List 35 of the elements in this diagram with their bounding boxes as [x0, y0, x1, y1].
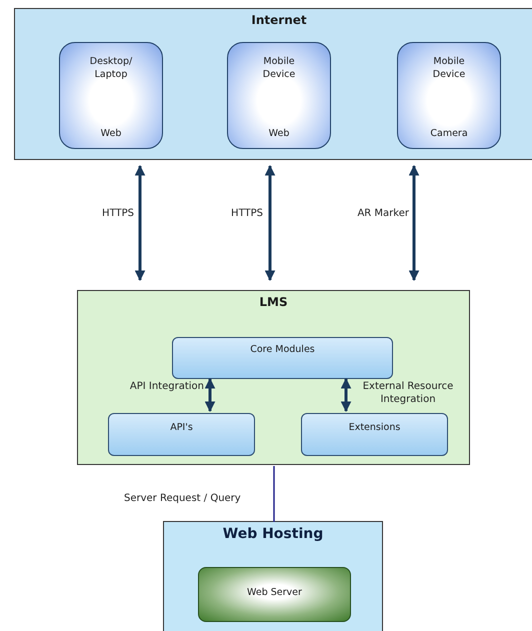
node-label: Extensions: [348, 422, 402, 433]
edge-label: API Integration: [128, 380, 204, 393]
connector-line: [273, 466, 275, 522]
node-label: Web: [268, 127, 290, 140]
node-label: Web Server: [246, 587, 303, 598]
module-box: [108, 413, 255, 456]
edge-label: External Resource Integration: [362, 380, 454, 406]
module-box: [172, 337, 393, 379]
server-box: [198, 567, 351, 622]
node-label: Desktop/ Laptop: [88, 55, 134, 81]
arrow: [408, 164, 420, 282]
edge-label: HTTPS: [230, 207, 263, 220]
arrow: [204, 378, 216, 412]
panel-title: LMS: [258, 295, 289, 309]
node-label: API's: [169, 422, 194, 433]
node-label: Web: [100, 127, 122, 140]
group-panel: [14, 8, 532, 160]
module-box: [301, 413, 448, 456]
panel-title: Web Hosting: [222, 526, 324, 542]
group-panel: [77, 290, 470, 465]
device-box: [397, 42, 501, 149]
device-box: [227, 42, 331, 149]
edge-label: HTTPS: [101, 207, 134, 220]
node-label: Core Modules: [249, 344, 316, 355]
edge-label: AR Marker: [356, 207, 409, 220]
arrow: [340, 378, 352, 412]
group-panel: [163, 521, 383, 631]
edge-label: Server Request / Query: [124, 492, 242, 505]
node-label: Mobile Device: [262, 55, 296, 81]
node-label: Camera: [429, 127, 469, 140]
arrow: [264, 164, 276, 282]
device-box: [59, 42, 163, 149]
node-label: Mobile Device: [432, 55, 466, 81]
panel-title: Internet: [250, 13, 308, 27]
arrow: [134, 164, 146, 282]
